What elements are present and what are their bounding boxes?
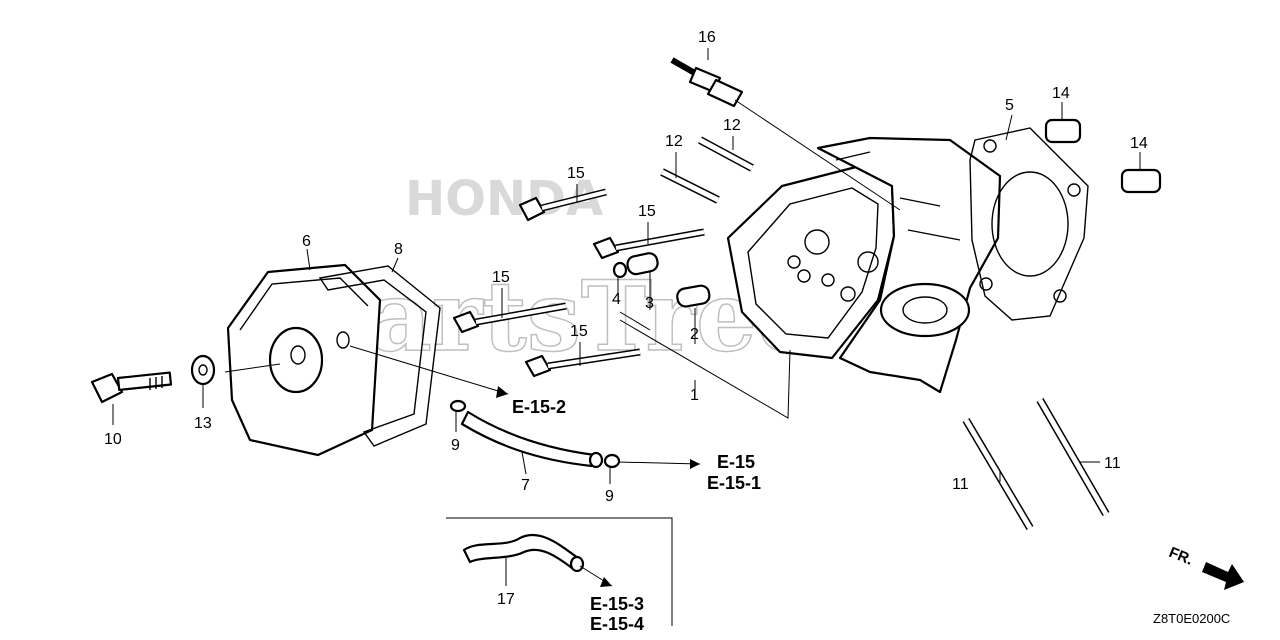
- callout-12b: 12: [665, 133, 683, 150]
- dowel-pin-3: [626, 252, 659, 276]
- section-references: E-15-2 E-15 E-15-1 E-15-3 E-15-4: [512, 397, 761, 634]
- callout-15d: 15: [570, 323, 588, 340]
- ref-e-15-4[interactable]: E-15-4: [590, 614, 644, 634]
- ref-e-15-3[interactable]: E-15-3: [590, 594, 644, 614]
- spark-plug-16: [670, 57, 744, 108]
- flange-bolt-15d: [524, 348, 641, 378]
- watermark: HONDA PartsTree: [299, 171, 818, 374]
- head-cover-gasket: [318, 265, 441, 447]
- callout-9a: 9: [451, 437, 460, 454]
- front-direction-indicator: FR.: [1167, 544, 1244, 590]
- seal-washer-13: [190, 354, 216, 386]
- callout-11a: 11: [952, 476, 969, 493]
- watermark-large: PartsTree: [300, 260, 818, 373]
- callout-2: 2: [690, 326, 699, 343]
- stud-bolt-12a: [698, 136, 754, 172]
- head-cover: [226, 263, 382, 457]
- stud-bolt-11a: [962, 417, 1034, 531]
- leader-lines: [112, 48, 1141, 626]
- breather-tube-17: [462, 533, 585, 573]
- callout-6: 6: [302, 233, 311, 250]
- callout-1: 1: [690, 387, 699, 404]
- callout-7: 7: [521, 477, 530, 494]
- flange-bolt-15b: [592, 228, 705, 260]
- cylinder-head: [726, 136, 1002, 394]
- reference-arrows: [496, 386, 700, 587]
- tube-clip-9a: [449, 399, 467, 413]
- callout-14b: 14: [1130, 135, 1148, 152]
- callout-9b: 9: [605, 488, 614, 505]
- callout-13: 13: [194, 415, 212, 432]
- callout-17: 17: [497, 591, 515, 608]
- flange-bolt-15a: [518, 188, 607, 222]
- o-ring-4: [612, 261, 628, 279]
- callout-10: 10: [104, 431, 122, 448]
- callout-15c: 15: [492, 269, 510, 286]
- callout-8: 8: [394, 241, 403, 258]
- callout-16: 16: [698, 29, 716, 46]
- ref-e-15-1[interactable]: E-15-1: [707, 473, 761, 493]
- stud-bolt-12b: [660, 168, 720, 204]
- dowel-pin-14a: [1044, 118, 1082, 144]
- tube-clip-9b: [603, 453, 621, 469]
- callout-5: 5: [1005, 97, 1014, 114]
- callout-15b: 15: [638, 203, 656, 220]
- drawing-code: Z8T0E0200C: [1153, 611, 1230, 626]
- callout-11b: 11: [1104, 455, 1121, 472]
- flange-bolt-10: [90, 371, 173, 404]
- breather-tube-7: [460, 410, 604, 469]
- callout-4: 4: [612, 291, 621, 308]
- callout-15a: 15: [567, 165, 585, 182]
- callout-3: 3: [645, 295, 654, 312]
- flange-bolt-15c: [452, 302, 567, 334]
- ref-e-15-2[interactable]: E-15-2: [512, 397, 566, 417]
- ref-e-15[interactable]: E-15: [717, 452, 755, 472]
- dowel-pin-14b: [1120, 168, 1162, 194]
- fr-label: FR.: [1167, 544, 1196, 569]
- callouts: 16 5 14 14 12 12 15 15 15 15 6 8 4 3 2 1…: [104, 29, 1148, 608]
- front-arrow-icon: [1202, 562, 1244, 590]
- callout-12a: 12: [723, 117, 741, 134]
- dowel-pin-2: [676, 284, 711, 308]
- callout-14a: 14: [1052, 85, 1070, 102]
- head-gasket-5: [969, 127, 1089, 321]
- stud-bolt-11b: [1036, 397, 1110, 517]
